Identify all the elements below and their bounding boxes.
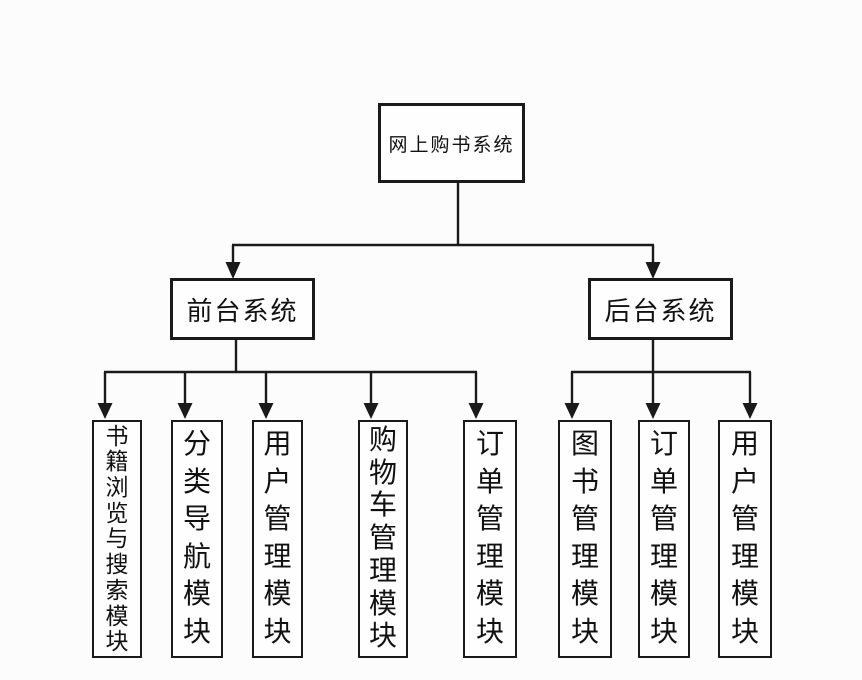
node-category-nav-module: 分类导航模块	[171, 420, 223, 658]
node-backend-user-mgmt-module: 用户管理模块	[718, 420, 772, 658]
node-frontend-order-mgmt-module: 订单管理模块	[463, 420, 517, 658]
node-frontend-system: 前台系统	[170, 278, 315, 340]
leaf-label: 用户管理模块	[263, 429, 292, 648]
node-backend-system: 后台系统	[588, 278, 733, 340]
node-cart-mgmt-module: 购物车管理模块	[358, 420, 408, 658]
leaf-label: 订单管理模块	[475, 429, 504, 648]
arrowhead	[742, 403, 758, 419]
connector-backend-rail	[570, 339, 752, 405]
leaf-label: 分类导航模块	[182, 429, 211, 648]
arrowhead	[645, 262, 661, 279]
arrowhead	[564, 403, 580, 419]
node-frontend-label: 前台系统	[186, 296, 299, 326]
arrowhead	[225, 262, 241, 279]
leaf-label: 图书管理模块	[570, 429, 599, 648]
node-book-browse-search-module: 书籍浏览与搜索模块	[92, 420, 142, 658]
leaf-label: 用户管理模块	[730, 429, 759, 648]
arrowhead	[468, 403, 484, 419]
arrowhead	[363, 403, 379, 419]
node-root: 网上购书系统	[378, 103, 525, 183]
arrowhead	[97, 403, 113, 419]
leaf-label: 购物车管理模块	[368, 424, 397, 653]
connector-frontend-rail	[103, 339, 478, 405]
arrowhead	[645, 403, 661, 419]
arrowhead	[177, 403, 193, 419]
leaf-label: 订单管理模块	[649, 429, 678, 648]
node-root-label: 网上购书系统	[388, 134, 515, 156]
arrowhead	[258, 403, 274, 419]
node-backend-label: 后台系统	[604, 296, 717, 326]
leaf-label: 书籍浏览与搜索模块	[105, 423, 129, 655]
node-book-mgmt-module: 图书管理模块	[558, 420, 612, 658]
connector-root-stem	[231, 183, 655, 266]
node-backend-order-mgmt-module: 订单管理模块	[638, 420, 690, 658]
node-frontend-user-mgmt-module: 用户管理模块	[252, 420, 303, 658]
